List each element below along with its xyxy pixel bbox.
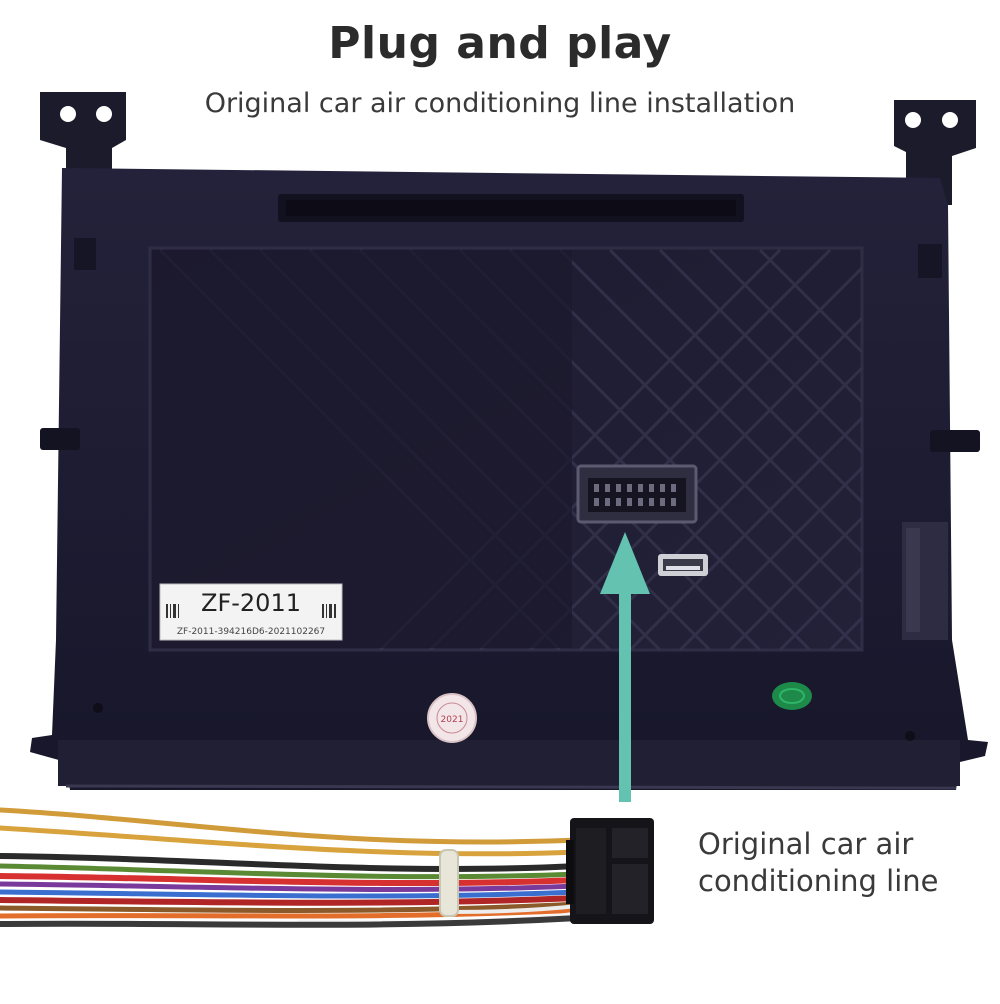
qc-sticker: 2021 <box>427 693 477 743</box>
callout-label: Original car air conditioning line <box>698 826 988 900</box>
wiring-harness <box>0 807 583 928</box>
callout-line-1: Original car air <box>698 827 914 861</box>
qc-sticker-text: 2021 <box>441 715 464 725</box>
rear-panel <box>148 246 864 652</box>
green-dot-sticker <box>772 682 812 710</box>
up-arrow-icon <box>600 532 650 802</box>
page-title: Plug and play <box>328 18 672 69</box>
model-label-text: ZF-2011 <box>201 589 301 617</box>
usb-port <box>658 554 708 576</box>
ac-connector-port <box>576 464 698 524</box>
callout-line-2: conditioning line <box>698 864 939 898</box>
harness-connector-plug <box>566 818 654 924</box>
page-subtitle: Original car air conditioning line insta… <box>204 88 796 119</box>
serial-number-text: ZF-2011-394216D6-2021102267 <box>177 627 325 637</box>
model-label: ZF-2011 ZF-2011-394216D6-2021102267 <box>159 583 343 641</box>
